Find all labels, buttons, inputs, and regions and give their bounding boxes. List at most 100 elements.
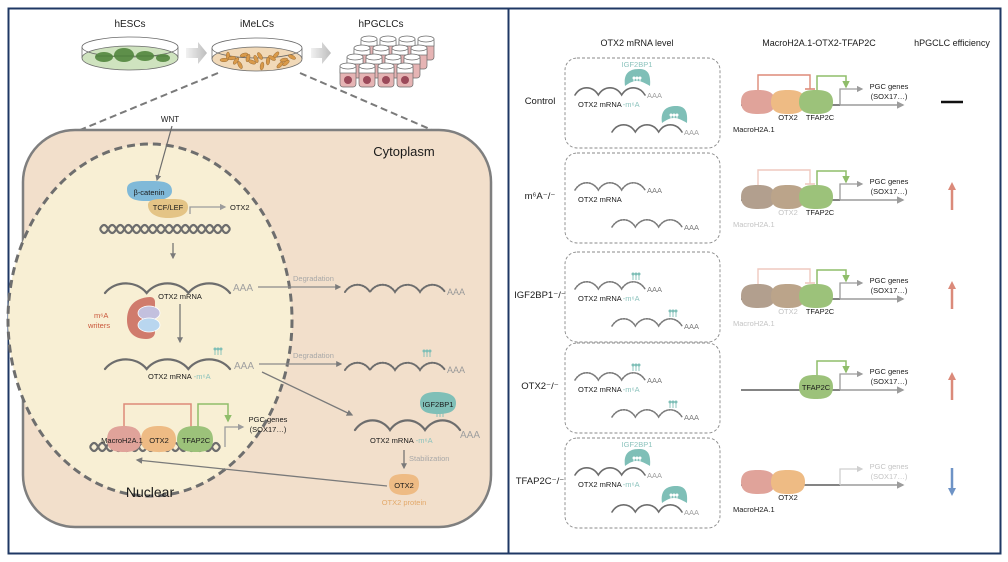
- imelc-cell: [237, 61, 243, 69]
- m6a-dot: [669, 113, 673, 117]
- row-label: Control: [525, 96, 556, 107]
- m6a-dot: [668, 400, 672, 404]
- macroh2a-shape: [741, 90, 775, 114]
- dna-helix-otx2-locus: [99, 223, 231, 235]
- tube-rim: [396, 62, 414, 70]
- otx2-mrna-m6a-label: OTX2 mRNA-m⁶A: [148, 372, 211, 381]
- tube-rim: [377, 62, 395, 70]
- tube-rim: [358, 62, 376, 70]
- stabilization-label: Stabilization: [409, 454, 449, 463]
- culture-tube: [339, 62, 357, 88]
- macroh2a-label: MacroH2A.1: [733, 319, 775, 328]
- row-label: TFAP2C⁻/⁻: [516, 476, 565, 487]
- cell-pellet: [344, 76, 352, 84]
- m6a-dot: [669, 493, 673, 497]
- culture-tube: [377, 62, 395, 88]
- igf2bp1-reader-icon: [661, 486, 688, 503]
- mrna-label-prefix: OTX2 mRNA: [578, 385, 622, 394]
- macroh2a-label: MacroH2A.1: [733, 220, 775, 229]
- m6a-suffix: -m⁶A: [416, 436, 433, 445]
- m6a-dot: [638, 456, 642, 460]
- inhibition-line: [757, 169, 811, 187]
- tube-rim: [339, 62, 357, 70]
- otx2-transcription-arrow: [189, 203, 227, 214]
- pgc-genes-label: PGC genes: [870, 276, 909, 285]
- degraded-mrna-1: AAA: [344, 283, 465, 297]
- pgc-genes-label: PGC genes: [870, 82, 909, 91]
- imelc-cell: [268, 55, 276, 61]
- tcf-lef-label: TCF/LEF: [153, 203, 184, 212]
- otx2-mrna: [574, 372, 646, 382]
- m6a-suffix: -m⁶A: [623, 100, 640, 109]
- activation-arrow: [816, 170, 850, 187]
- poly-a-tail: AAA: [684, 413, 699, 422]
- column-header-efficiency: hPGCLC efficiency: [914, 38, 990, 48]
- m6a-writers-complex-icon: [127, 297, 161, 339]
- m6a-mark-icon: [631, 363, 641, 371]
- tube-rim: [403, 53, 421, 61]
- left-panel: hESCs iMeLCs hPGCLCs: [6, 19, 493, 529]
- tss-arrow: [839, 180, 864, 200]
- tss-arrow: [839, 279, 864, 299]
- m6a-dot: [635, 76, 639, 80]
- m6a-dot: [216, 347, 220, 351]
- m6a-mark-icon: [668, 400, 678, 408]
- row-label: m⁶A⁻/⁻: [525, 191, 556, 202]
- pgc-genes-label: (SOX17…): [871, 377, 908, 386]
- igf2bp1-label: IGF2BP1: [622, 60, 653, 69]
- otx2-mrna-label: OTX2 mRNA: [158, 292, 202, 301]
- m6a-mark-icon: [669, 113, 679, 121]
- mrna-level-box: [564, 57, 721, 149]
- m6a-suffix: -m⁶A: [623, 385, 640, 394]
- tube-rim: [346, 53, 364, 61]
- m6a-dot: [668, 309, 672, 313]
- zoom-line-right: [299, 72, 433, 131]
- otx2-shape: [771, 470, 805, 494]
- m6a-dot: [219, 347, 223, 351]
- otx2-mrna: [574, 281, 646, 291]
- macroh2a-shape: [741, 284, 775, 308]
- tfap2c-shape: [799, 185, 833, 209]
- mrna-label-prefix: OTX2 mRNA: [578, 100, 622, 109]
- imelc-cell: [259, 61, 265, 71]
- pgc-gene-tss-arrow: [224, 423, 245, 447]
- otx2-mrna-label: OTX2 mRNA-m⁶A: [578, 100, 640, 109]
- activation-arrow: [816, 269, 850, 286]
- m6a-writers-label-line2: writers: [87, 321, 110, 330]
- otx2-mrna-m6a-cyto-label: OTX2 mRNA-m⁶A: [370, 436, 433, 445]
- cell-pellet: [382, 76, 390, 84]
- otx2-mrna-m6a-nuclear: [103, 347, 232, 371]
- m6a-suffix: -m⁶A: [623, 480, 640, 489]
- m6a-mark-icon: [632, 76, 642, 84]
- tube-rim: [360, 35, 378, 43]
- m6a-dot: [632, 456, 636, 460]
- imelc-cell: [227, 55, 237, 61]
- igf2bp1-reader-icon: [661, 106, 688, 123]
- cell-pellet: [401, 76, 409, 84]
- tube-rim: [384, 53, 402, 61]
- imelc-cell: [276, 61, 284, 69]
- beta-catenin-label: β-catenin: [134, 188, 165, 197]
- degradation-label-1: Degradation: [293, 274, 334, 283]
- m6a-dot: [634, 363, 638, 367]
- imelc-cell: [253, 55, 259, 63]
- otx2-label: OTX2: [149, 436, 169, 445]
- otx2-mrna: [611, 409, 683, 419]
- macroh2a-shape: [741, 470, 775, 494]
- progression-arrow-icon: [186, 42, 207, 64]
- degradation-label-2: Degradation: [293, 351, 334, 360]
- activation-arrow: [816, 360, 850, 377]
- m6a-dot: [674, 309, 678, 313]
- m6a-dot: [425, 349, 429, 353]
- otx2-mrna-label: OTX2 mRNA-m⁶A: [578, 294, 640, 303]
- macroh2a-shape: [741, 185, 775, 209]
- otx2-mrna: [611, 124, 683, 134]
- m6a-mark-icon: [422, 349, 432, 357]
